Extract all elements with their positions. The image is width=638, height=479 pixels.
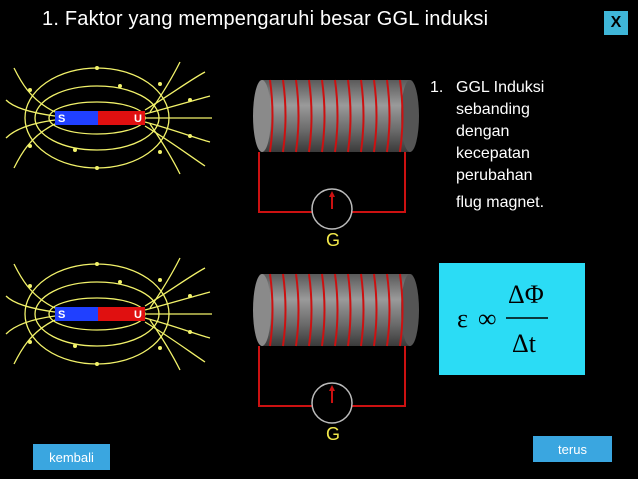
magnet-top-south-label: S [58,113,65,125]
formula-box [439,263,585,375]
magnet-field-top [5,61,213,175]
description-line-1: GGL Induksi [456,79,545,96]
description-line-4: kecepatan [456,145,530,162]
coil-bottom [252,273,420,424]
galvanometer-bottom-label: G [326,424,340,444]
next-button[interactable]: terus [533,436,612,462]
description-number: 1. [430,79,444,96]
magnet-bottom-south-label: S [58,309,65,321]
coil-top [252,79,420,230]
description-line-6: flug magnet. [456,194,545,211]
magnet-field-bottom [5,257,213,371]
formula-proportional: ∞ [478,304,497,333]
description-line-3: dengan [456,123,510,140]
formula-denominator: Δt [512,329,537,358]
magnet-top-north-label: U [134,113,142,125]
description-line-2: sebanding [456,101,530,118]
galvanometer-top-label: G [326,230,340,250]
close-button[interactable]: X [604,11,628,35]
formula-numerator: ΔΦ [508,280,544,309]
page-title: 1. Faktor yang mempengaruhi besar GGL in… [42,8,489,30]
back-button[interactable]: kembali [33,444,110,470]
magnet-bottom-north-label: U [134,309,142,321]
formula-epsilon: ε [457,304,468,333]
description-line-5: perubahan [456,167,533,184]
